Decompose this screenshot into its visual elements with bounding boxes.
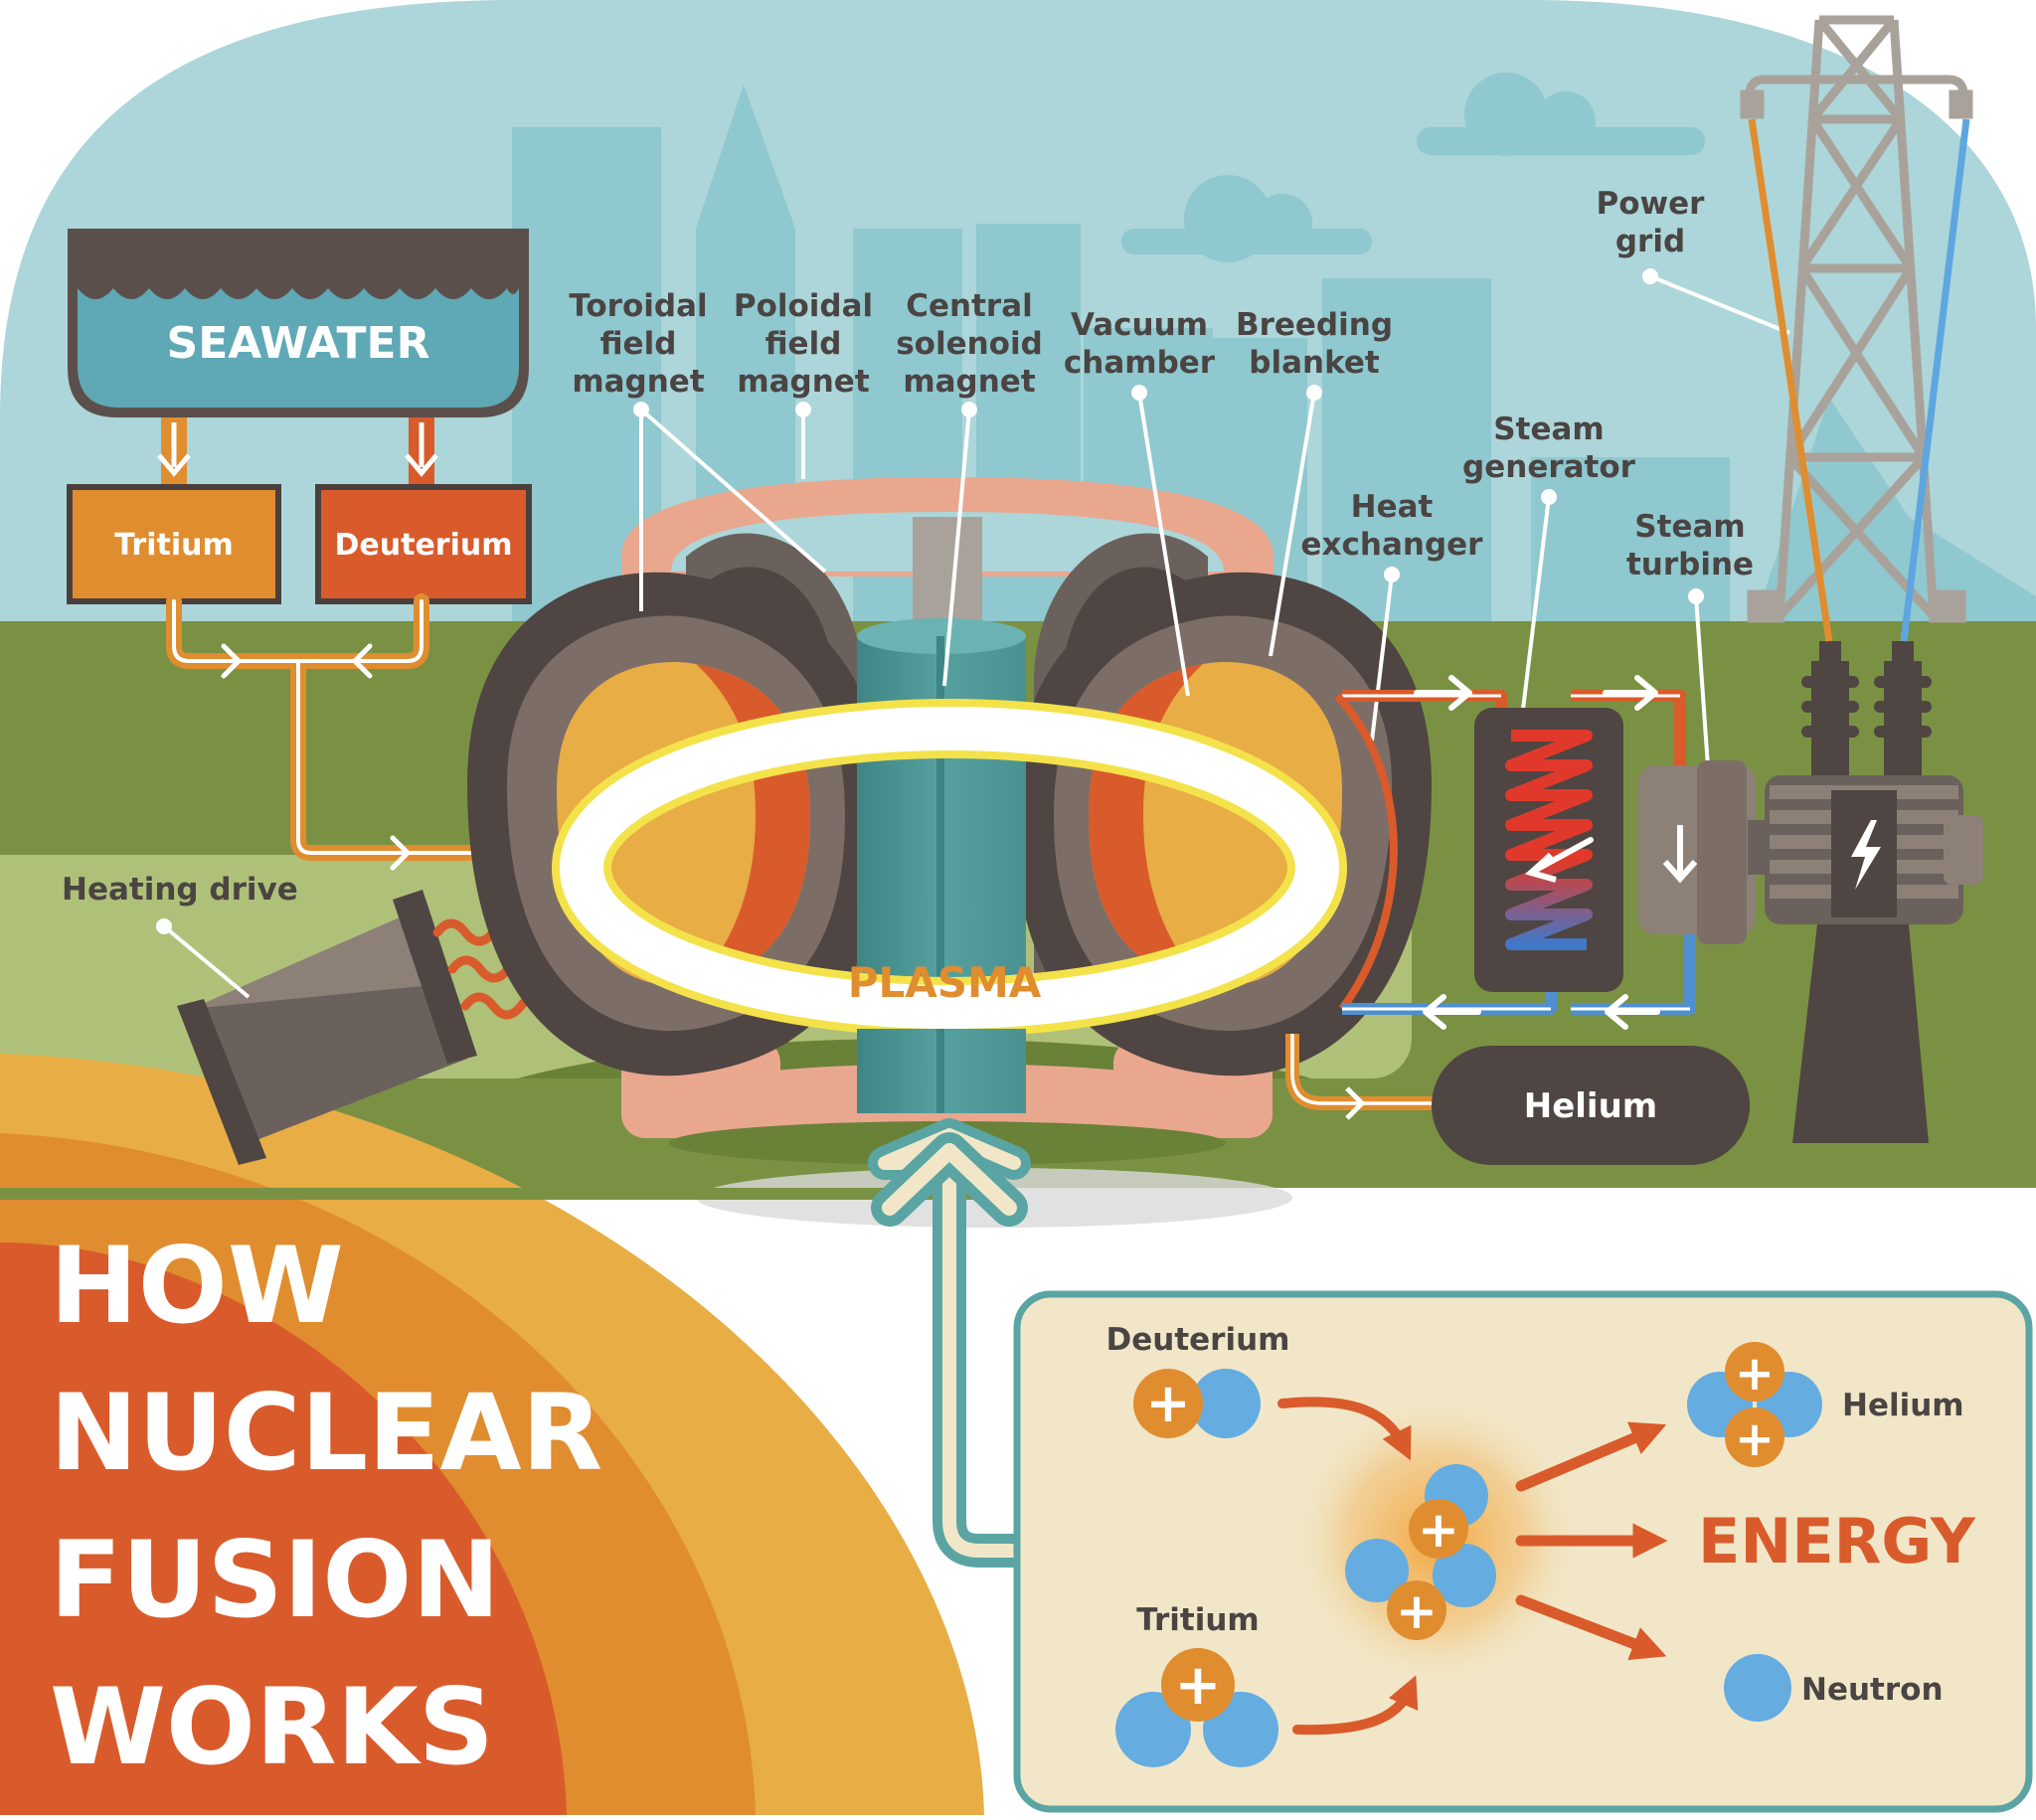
svg-text:Toroidal: Toroidal	[569, 288, 707, 324]
arrow-icon	[405, 453, 438, 477]
svg-text:+: +	[1396, 1582, 1438, 1640]
breeding-blanket-label: Breeding blanket	[1236, 307, 1393, 657]
svg-text:solenoid: solenoid	[896, 326, 1043, 362]
svg-text:Central: Central	[906, 288, 1033, 324]
proton-icon: +	[1133, 1369, 1203, 1438]
neutron-icon	[1191, 1369, 1261, 1438]
steam-generator-label: Steam generator	[1462, 412, 1636, 727]
svg-text:chamber: chamber	[1064, 345, 1216, 381]
svg-text:Heat: Heat	[1351, 489, 1434, 525]
svg-text:+: +	[1175, 1653, 1222, 1718]
svg-text:magnet: magnet	[903, 364, 1036, 400]
svg-text:Steam: Steam	[1493, 412, 1604, 447]
helium-tank-label: Helium	[1524, 1086, 1657, 1126]
reaction-to-plasma-arrow	[868, 1118, 1034, 1568]
plasma-ring: PLASMA	[552, 699, 1347, 1113]
steam-turbine	[1638, 760, 1756, 944]
svg-text:Heating drive: Heating drive	[62, 872, 298, 908]
svg-text:Deuterium: Deuterium	[335, 528, 513, 563]
svg-text:+: +	[1145, 1372, 1190, 1434]
seawater-tank: SEAWATER	[68, 229, 529, 417]
svg-text:HOW: HOW	[50, 1225, 344, 1347]
svg-text:grid: grid	[1615, 224, 1685, 259]
svg-text:magnet: magnet	[572, 364, 705, 400]
svg-text:field: field	[600, 326, 677, 362]
energy-label: ENERGY	[1698, 1505, 1976, 1577]
svg-text:field: field	[765, 326, 842, 362]
main-title: HOW NUCLEAR FUSION WORKS	[50, 1225, 602, 1788]
poloidal-label: Poloidal field magnet	[734, 288, 873, 479]
generator	[1748, 641, 1983, 1143]
reaction-panel: Deuterium + Tritium + + +	[1013, 1290, 2033, 1813]
deuterium-label: Deuterium	[1106, 1322, 1290, 1358]
svg-text:WORKS: WORKS	[50, 1666, 494, 1788]
tritium-label: Tritium	[1136, 1602, 1259, 1638]
svg-text:turbine: turbine	[1626, 547, 1754, 582]
svg-text:exchanger: exchanger	[1301, 527, 1484, 563]
power-tower	[1740, 15, 1973, 623]
helium-product-label: Helium	[1842, 1388, 1964, 1423]
vacuum-chamber-label: Vacuum chamber	[1064, 307, 1216, 697]
steam-generator	[1474, 708, 1623, 992]
svg-text:Tritium: Tritium	[114, 528, 234, 563]
tritium-box: Tritium	[67, 484, 281, 604]
svg-text:Vacuum: Vacuum	[1071, 307, 1208, 343]
svg-text:generator: generator	[1462, 449, 1636, 485]
heat-exchanger-label: Heat exchanger	[1301, 489, 1484, 742]
central-solenoid-label: Central solenoid magnet	[896, 288, 1043, 687]
svg-text:NUCLEAR: NUCLEAR	[50, 1372, 602, 1494]
seawater-pipes	[157, 417, 438, 489]
svg-text:blanket: blanket	[1249, 345, 1380, 381]
proton-icon: +	[1161, 1648, 1235, 1722]
tokamak-reactor: PLASMA	[467, 477, 1432, 1165]
neutron-label: Neutron	[1801, 1672, 1944, 1708]
svg-text:+: +	[1735, 1411, 1775, 1467]
fused-nucleus: + +	[1345, 1464, 1496, 1640]
power-lines	[1748, 118, 1970, 642]
plasma-label: PLASMA	[848, 958, 1042, 1007]
svg-text:+: +	[1418, 1501, 1459, 1559]
power-grid-label: Power grid	[1597, 186, 1790, 335]
svg-text:+: +	[1735, 1346, 1775, 1402]
seawater-label: SEAWATER	[167, 318, 430, 369]
svg-text:magnet: magnet	[737, 364, 870, 400]
helium-tank: Helium	[1285, 1034, 1750, 1165]
deuterium-box: Deuterium	[315, 484, 532, 604]
helium-nucleus: + +	[1687, 1342, 1822, 1467]
toroidal-label: Toroidal field magnet	[569, 288, 827, 611]
neutron-icon	[1724, 1654, 1791, 1722]
svg-text:Power: Power	[1597, 186, 1706, 222]
component-labels: Toroidal field magnet Poloidal field mag…	[569, 186, 1790, 796]
svg-text:Steam: Steam	[1634, 509, 1745, 545]
lightning-bolt-icon	[1851, 820, 1881, 890]
arrow-icon	[157, 453, 191, 477]
svg-text:Poloidal: Poloidal	[734, 288, 873, 324]
svg-text:FUSION: FUSION	[50, 1519, 500, 1641]
heating-drive: Heating drive	[62, 872, 582, 1165]
svg-text:Breeding: Breeding	[1236, 307, 1393, 343]
fuel-pipe	[166, 593, 515, 871]
